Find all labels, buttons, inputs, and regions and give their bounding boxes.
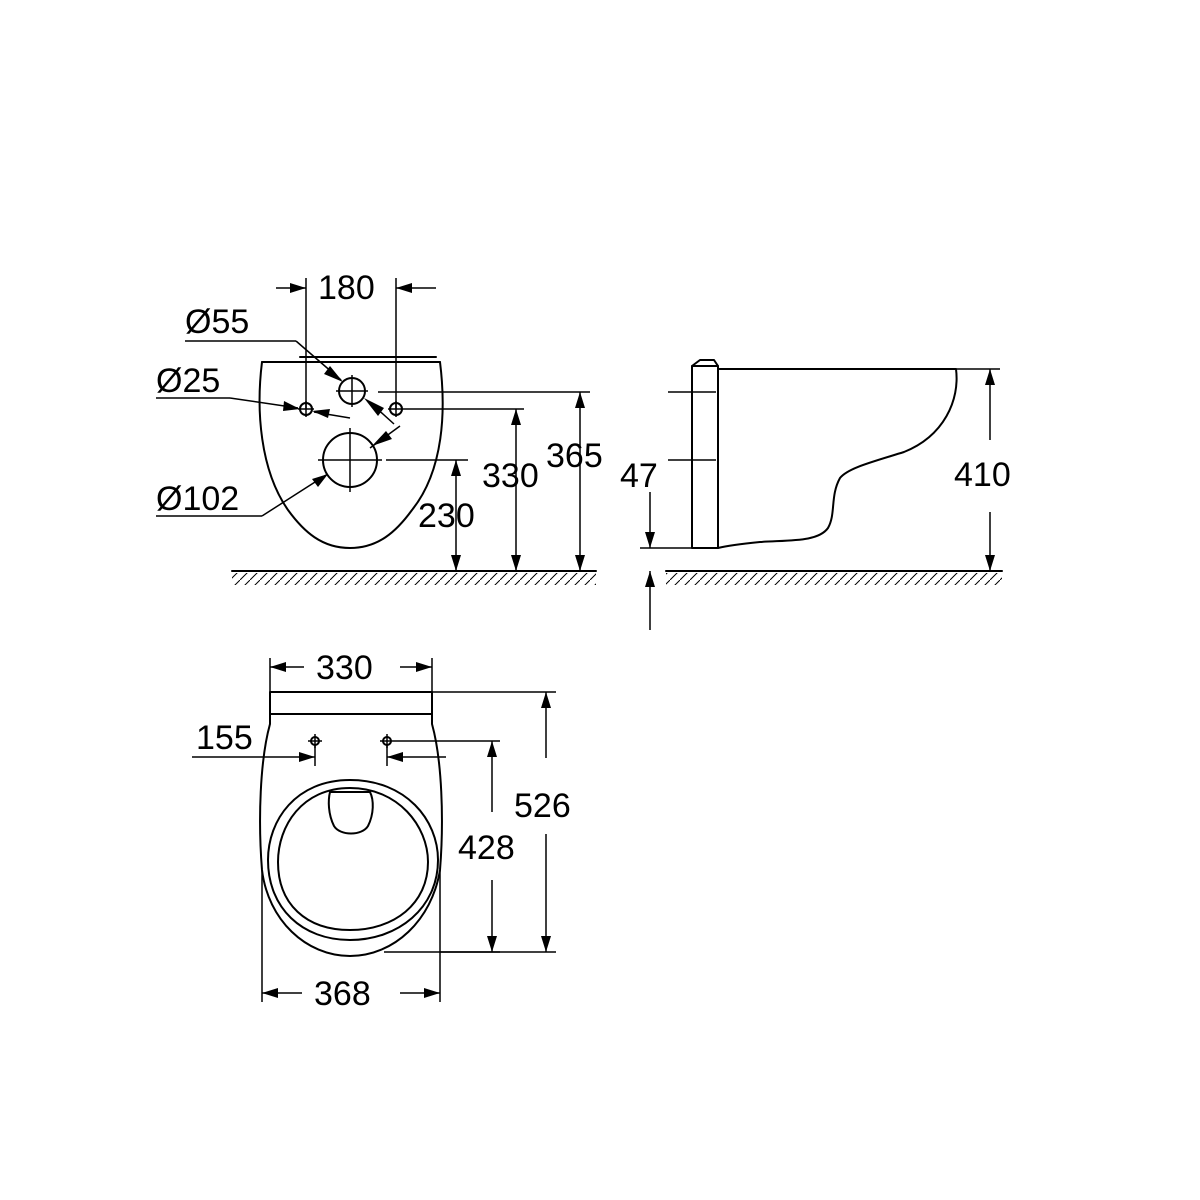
front-bowl-outline bbox=[258, 361, 444, 549]
side-bowl-profile bbox=[717, 368, 958, 549]
wall-plate-outline bbox=[691, 365, 719, 549]
top-width-330-label: 330 bbox=[316, 649, 373, 687]
height-230-label: 230 bbox=[418, 497, 475, 535]
dia-25-label: Ø25 bbox=[156, 362, 220, 400]
dia-55-label: Ø55 bbox=[185, 303, 249, 341]
top-width-368-label: 368 bbox=[314, 975, 371, 1013]
height-330-label: 330 bbox=[482, 457, 539, 495]
height-365-label: 365 bbox=[546, 437, 603, 475]
depth-428-label: 428 bbox=[458, 829, 515, 867]
top-bowl-outline bbox=[259, 691, 443, 957]
offset-155-label: 155 bbox=[196, 719, 253, 757]
depth-526-label: 526 bbox=[514, 787, 571, 825]
seat-ring-outer bbox=[267, 779, 439, 941]
front-view: 180 Ø55 Ø25 Ø102 230 330 bbox=[156, 269, 603, 585]
front-floor-hatch bbox=[232, 573, 596, 585]
height-47-label: 47 bbox=[620, 457, 658, 495]
side-view: 47 410 bbox=[620, 359, 1011, 630]
height-410-label: 410 bbox=[954, 456, 1011, 494]
flush-pad-outline bbox=[327, 791, 374, 835]
seat-ring-inner bbox=[277, 787, 429, 931]
side-floor-hatch bbox=[666, 573, 1002, 585]
top-view: 330 155 428 526 368 bbox=[192, 649, 571, 1013]
hole-spacing-label: 180 bbox=[318, 269, 375, 307]
dia-102-label: Ø102 bbox=[156, 480, 239, 518]
